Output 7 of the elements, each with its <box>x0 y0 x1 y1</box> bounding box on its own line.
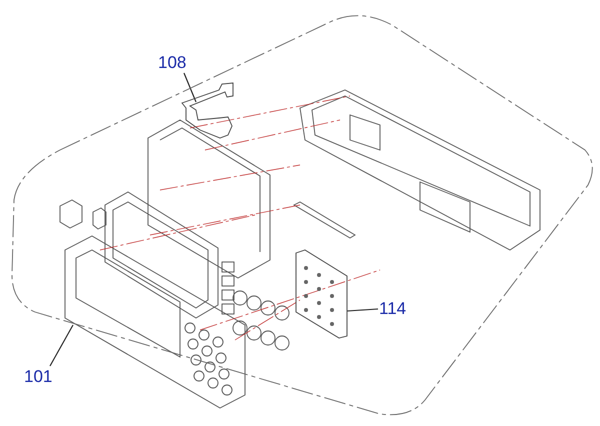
callout-number: 114 <box>379 300 406 318</box>
leader-line <box>50 324 74 366</box>
callout-number: 108 <box>158 54 186 72</box>
leader-line <box>184 72 196 102</box>
circuit-board-drawing <box>294 250 350 338</box>
callout-number: 101 <box>24 368 52 386</box>
leader-line <box>346 308 378 312</box>
